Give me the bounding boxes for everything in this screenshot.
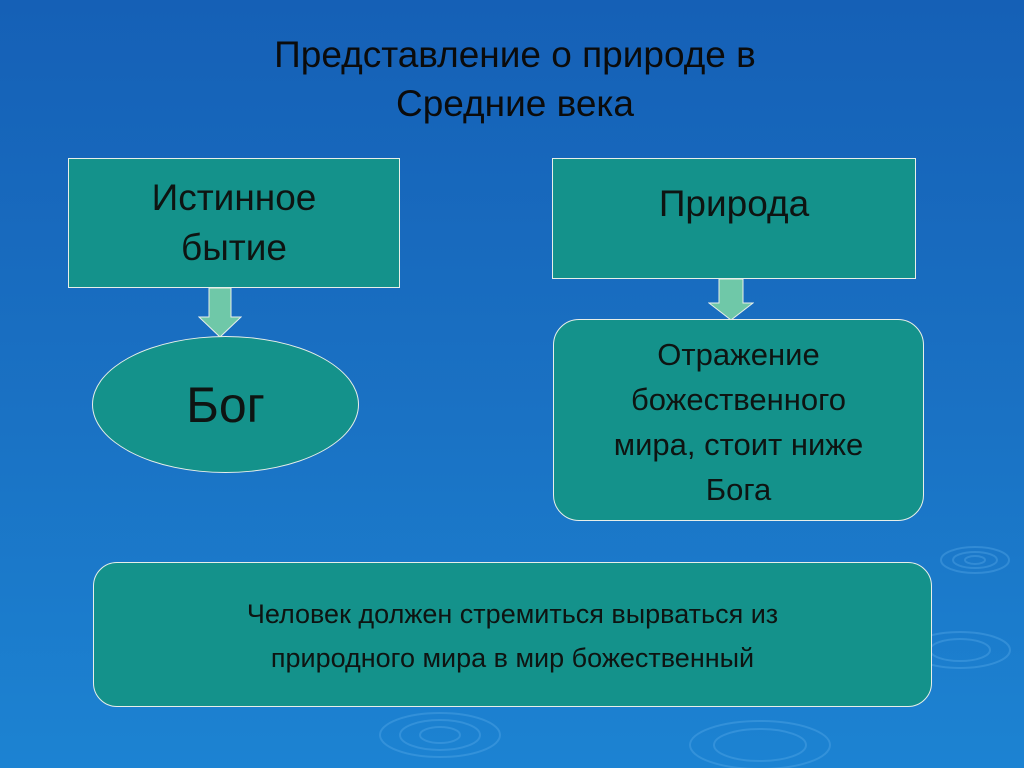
reflection-box: Отражение божественного мира, стоит ниже… bbox=[553, 319, 924, 521]
nature-label: Природа bbox=[658, 183, 810, 224]
reflection-line-2: божественного bbox=[630, 382, 847, 417]
slide-title-line-1: Представление о природе в bbox=[274, 34, 756, 75]
god-ellipse: Бог bbox=[92, 336, 359, 473]
down-arrow-icon bbox=[708, 279, 754, 321]
reflection-line-4: Бога bbox=[705, 472, 772, 507]
slide-title-line-2: Средние века bbox=[395, 83, 634, 124]
reflection-line-3: мира, стоит ниже bbox=[613, 427, 864, 462]
down-arrow-icon bbox=[198, 288, 242, 338]
conclusion-line-1: Человек должен стремиться вырваться из bbox=[246, 599, 779, 629]
true-being-line-1: Истинное bbox=[151, 177, 317, 218]
god-label: Бог bbox=[186, 377, 265, 433]
nature-box: Природа bbox=[552, 158, 916, 279]
true-being-box: Истинное бытие bbox=[68, 158, 400, 288]
conclusion-line-2: природного мира в мир божественный bbox=[270, 643, 755, 673]
true-being-line-2: бытие bbox=[181, 227, 287, 268]
conclusion-box: Человек должен стремиться вырваться из п… bbox=[93, 562, 932, 707]
reflection-line-1: Отражение bbox=[657, 337, 820, 372]
slide-title: Представление о природе в Средние века bbox=[150, 30, 880, 128]
